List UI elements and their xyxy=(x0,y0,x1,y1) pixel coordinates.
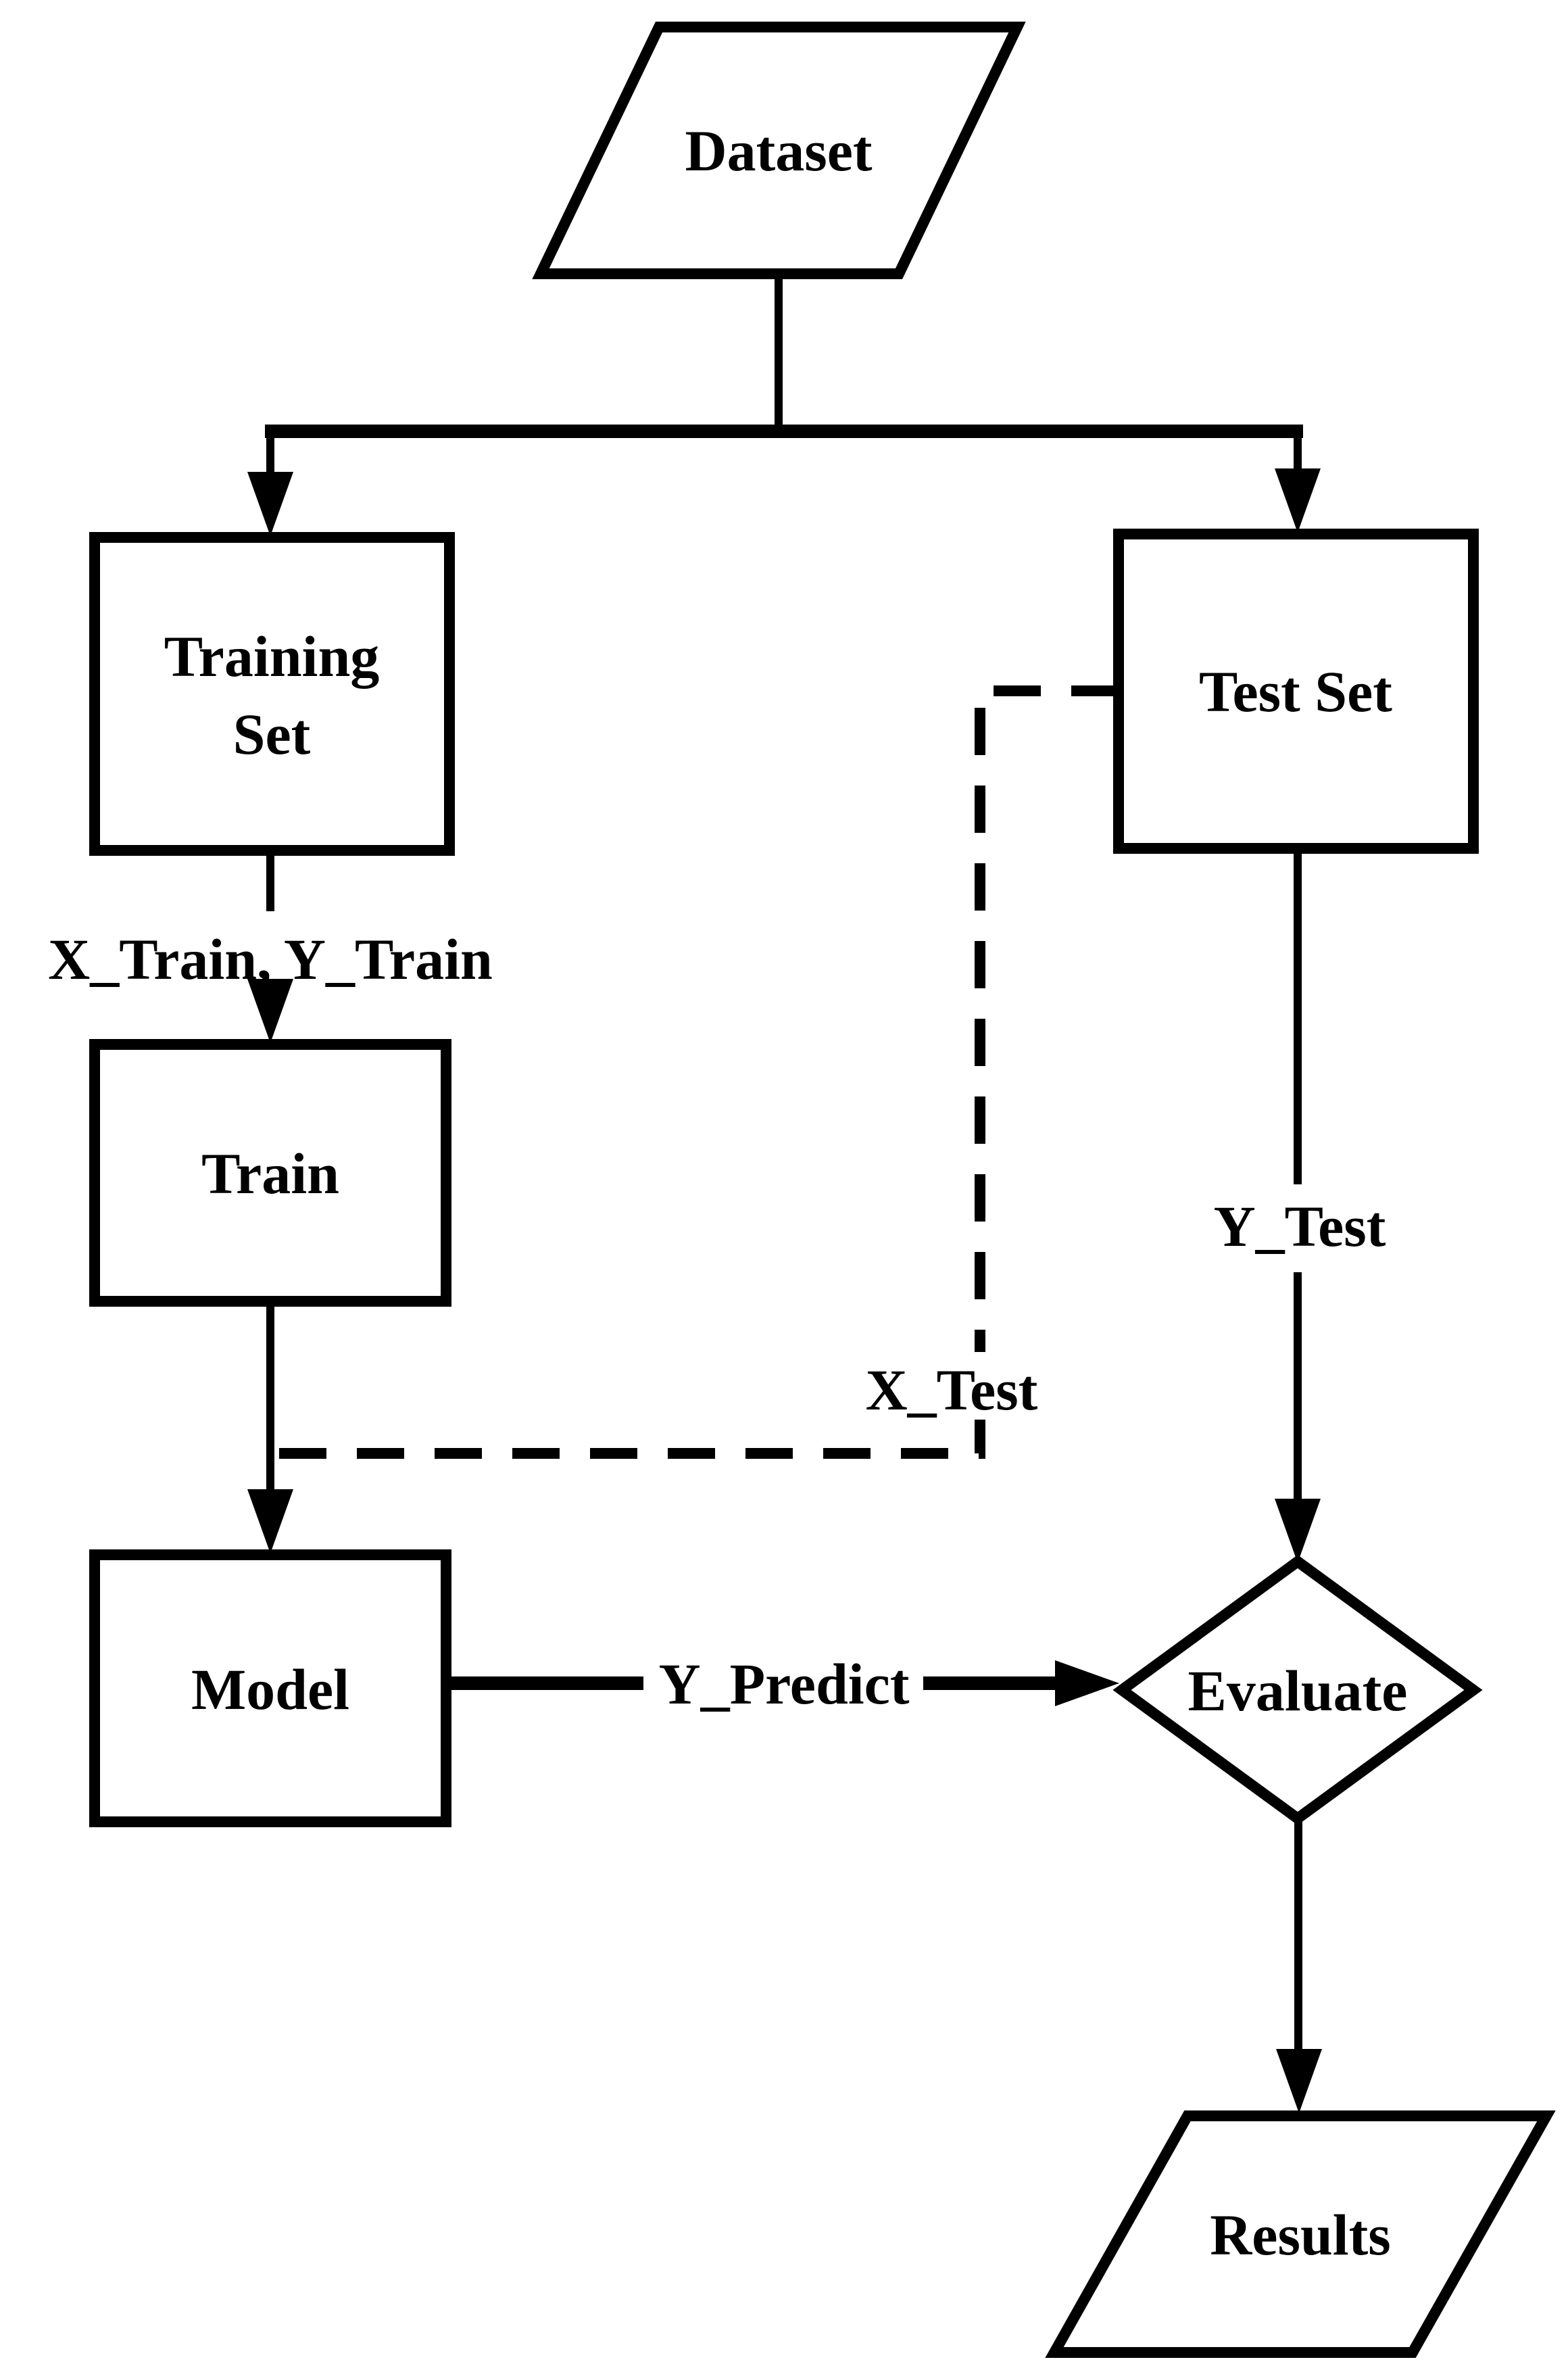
arrowhead-test-set xyxy=(1275,468,1321,533)
evaluate-node xyxy=(1112,1555,1483,1825)
training-set-node xyxy=(89,532,455,856)
training-set-label-line1: Training xyxy=(164,624,380,689)
test-set-node xyxy=(1113,529,1479,854)
x-test-label-backdrop xyxy=(853,1352,1056,1420)
edge-x-test-dashed xyxy=(277,685,1119,1459)
training-set-label-line2: Set xyxy=(233,702,311,767)
arrowhead-training-set xyxy=(247,472,293,536)
arrowhead-model xyxy=(247,1489,293,1553)
dataset-node xyxy=(532,22,1026,279)
train-node xyxy=(89,1039,451,1307)
train-label: Train xyxy=(201,1141,339,1206)
arrowhead-train xyxy=(247,979,293,1043)
edge-label-y-test: Y_Test xyxy=(1214,1194,1386,1259)
results-node xyxy=(1045,2110,1556,2358)
edge-label-x-test: X_Test xyxy=(866,1357,1038,1422)
arrowhead-results xyxy=(1276,2049,1322,2113)
arrowhead-evaluate-left xyxy=(1055,1660,1119,1706)
model-label: Model xyxy=(191,1657,349,1722)
test-set-label: Test Set xyxy=(1199,659,1392,724)
dataset-label: Dataset xyxy=(685,118,872,183)
evaluate-label: Evaluate xyxy=(1188,1658,1408,1723)
results-label: Results xyxy=(1210,2202,1391,2267)
edge-label-x-train-y-train: X_Train, Y_Train xyxy=(48,927,493,992)
model-node xyxy=(89,1549,451,1827)
edge-label-y-predict: Y_Predict xyxy=(659,1651,910,1716)
arrowhead-evaluate-top xyxy=(1275,1499,1321,1563)
